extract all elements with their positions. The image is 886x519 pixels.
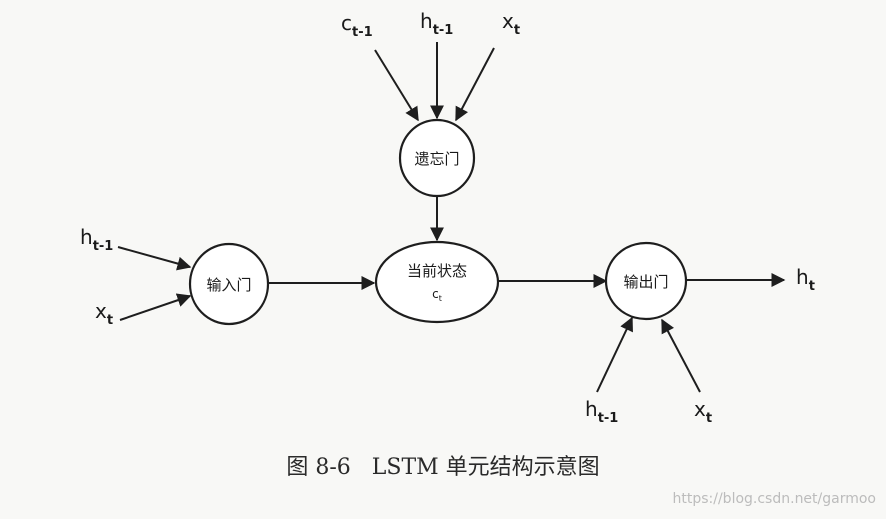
- input-label-left-h: ht-1: [80, 225, 113, 254]
- input-label-top-h: ht-1: [420, 9, 453, 38]
- input-label-bottom-h: ht-1: [585, 397, 618, 426]
- edge-xt-to-forget: [455, 47, 495, 122]
- current-state-sublabel: ct: [432, 287, 442, 303]
- current-state-node: 当前状态 ct: [374, 240, 500, 324]
- input-label-top-x: xt: [502, 9, 520, 38]
- forget-gate-node: 遗忘门: [398, 118, 476, 198]
- edge-bottom-ht1-to-output: [596, 316, 633, 393]
- edge-ct1-to-forget: [374, 49, 419, 122]
- current-state-label: 当前状态: [407, 262, 467, 280]
- edge-ht1-to-input: [117, 246, 192, 271]
- output-label-h: ht: [796, 265, 815, 294]
- figure-caption: 图 8-6 LSTM 单元结构示意图: [286, 455, 599, 480]
- input-label-bottom-x: xt: [694, 397, 712, 426]
- edge-xt-to-input: [119, 293, 192, 321]
- output-gate-label: 输出门: [623, 273, 668, 291]
- input-gate-label: 输入门: [206, 276, 251, 294]
- input-gate-node: 输入门: [188, 242, 270, 326]
- watermark-text: https://blog.csdn.net/garmoo: [673, 491, 877, 507]
- forget-gate-label: 遗忘门: [414, 150, 459, 168]
- edge-bottom-xt-to-output: [661, 318, 701, 393]
- input-label-left-x: xt: [95, 299, 113, 328]
- input-label-top-c: ct-1: [341, 11, 373, 40]
- output-gate-node: 输出门: [604, 241, 688, 321]
